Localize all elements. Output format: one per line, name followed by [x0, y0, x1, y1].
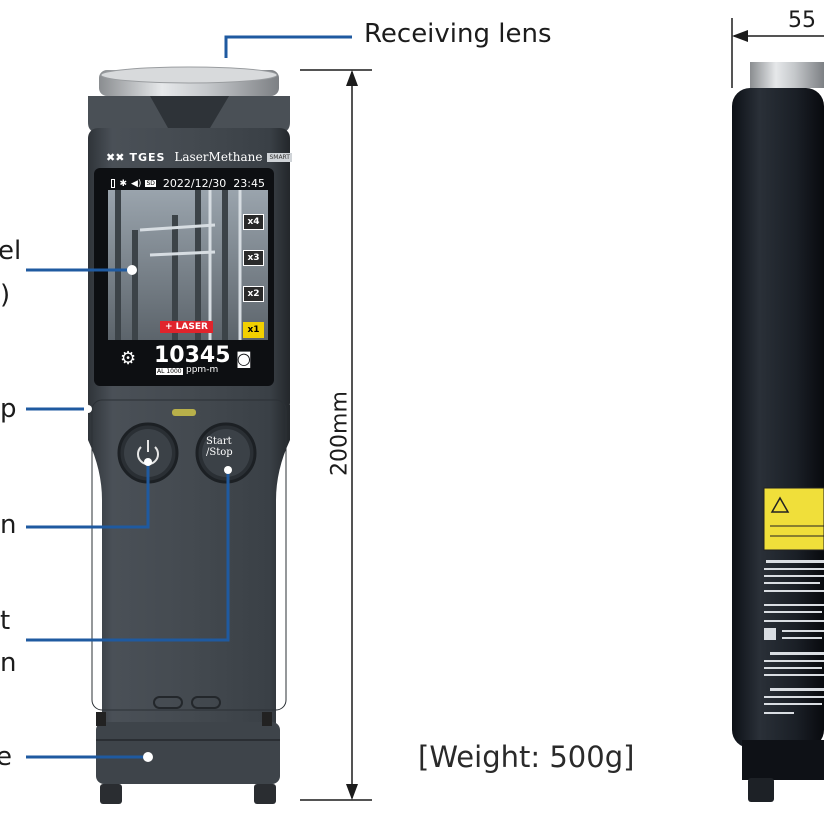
height-dimension	[300, 69, 372, 801]
certification-text	[764, 560, 824, 714]
label-width: 55	[788, 8, 816, 33]
label-base: e	[0, 742, 12, 772]
bluetooth-icon: ✱	[119, 178, 128, 189]
zoom-x2[interactable]: x2	[243, 286, 264, 302]
label-start-button-b: n	[0, 648, 17, 678]
label-display-panel-a: el	[0, 236, 22, 266]
label-power-button: n	[0, 510, 17, 540]
label-start-button-a: t	[0, 606, 11, 636]
zoom-x4[interactable]: x4	[243, 214, 264, 230]
device-grip	[88, 405, 290, 730]
gas-reading: 10345	[154, 343, 231, 368]
sd-card-icon: SD	[145, 180, 156, 187]
start-stop-label: Start /Stop	[206, 436, 233, 458]
label-weight: [Weight: 500g]	[418, 740, 635, 774]
brand-name: TGES	[129, 150, 166, 164]
gas-detector-side	[732, 62, 824, 802]
zoom-x3[interactable]: x3	[243, 250, 264, 266]
reading-unit: ppm-m	[186, 365, 219, 375]
indicator-lamp	[172, 409, 196, 416]
status-time: 23:45	[233, 177, 265, 190]
alarm-threshold: AL 1000	[156, 368, 183, 375]
laser-badge: + LASER	[160, 321, 213, 333]
speaker-icon: ◀)	[131, 178, 142, 189]
device-base	[96, 722, 280, 784]
zoom-ladder: x4 x3 x2 x1	[243, 214, 264, 338]
zoom-x1[interactable]: x1	[243, 322, 264, 338]
label-receiving-lens: Receiving lens	[364, 19, 552, 49]
screen-reading-bar: ⚙ 10345 AL 1000 ppm-m ◙	[116, 343, 266, 378]
camera-icon[interactable]: ◙	[236, 349, 252, 368]
device-branding: ✖✖ TGES LaserMethane SMART	[106, 150, 292, 164]
model-badge: SMART	[267, 152, 292, 162]
status-date: 2022/12/30	[162, 177, 227, 190]
gas-detector-front	[88, 66, 290, 804]
label-indicator-lamp: p	[0, 394, 17, 424]
callout-lines	[26, 35, 352, 759]
battery-icon	[111, 179, 116, 188]
model-name: LaserMethane	[174, 150, 263, 164]
tges-logo-icon: ✖✖	[106, 150, 125, 164]
label-height: 200mm	[327, 391, 353, 476]
label-display-panel-b: )	[0, 280, 11, 310]
screen-status-bar: ✱ ◀) SD 2022/12/30 23:45	[111, 177, 265, 190]
callout-points	[84, 265, 232, 762]
width-dimension	[731, 18, 824, 88]
gear-icon[interactable]: ⚙	[120, 348, 137, 369]
laser-warning-label	[763, 487, 824, 551]
